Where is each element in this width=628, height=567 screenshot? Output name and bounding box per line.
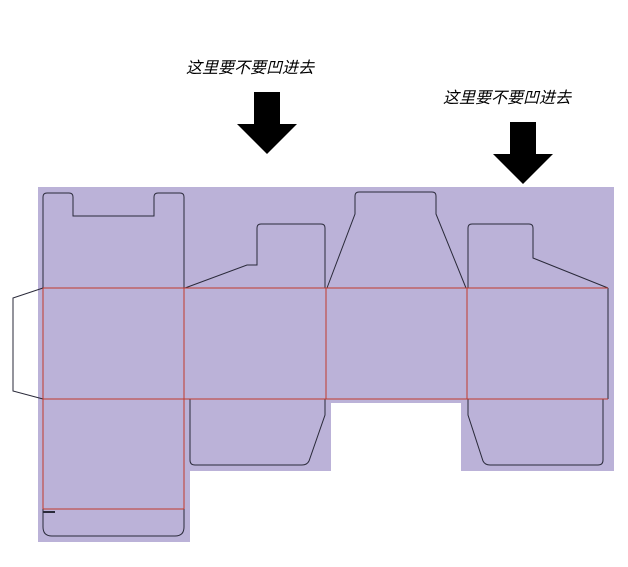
top-tuck-flap-left (42, 192, 185, 288)
top-dust-flap-2 (184, 223, 326, 289)
bottom-flap-4 (467, 399, 604, 466)
glue-flap (12, 287, 44, 400)
cut-lines (12, 191, 609, 537)
arrow-left-down-icon (237, 92, 297, 154)
top-tuck-flap-3 (326, 191, 467, 289)
annotation-left: 这里要不要凹进去 (186, 58, 315, 77)
bg-left-bottom (38, 403, 190, 542)
arrow-right-down-icon (493, 122, 553, 184)
bg-middle-bottom (190, 403, 331, 471)
bottom-tab-1 (42, 399, 185, 537)
annotation-right: 这里要不要凹进去 (443, 88, 572, 107)
fold-lines (42, 287, 608, 510)
bottom-flap-2 (189, 399, 326, 466)
top-dust-flap-4 (467, 223, 609, 289)
bg-right-bottom (461, 403, 614, 471)
